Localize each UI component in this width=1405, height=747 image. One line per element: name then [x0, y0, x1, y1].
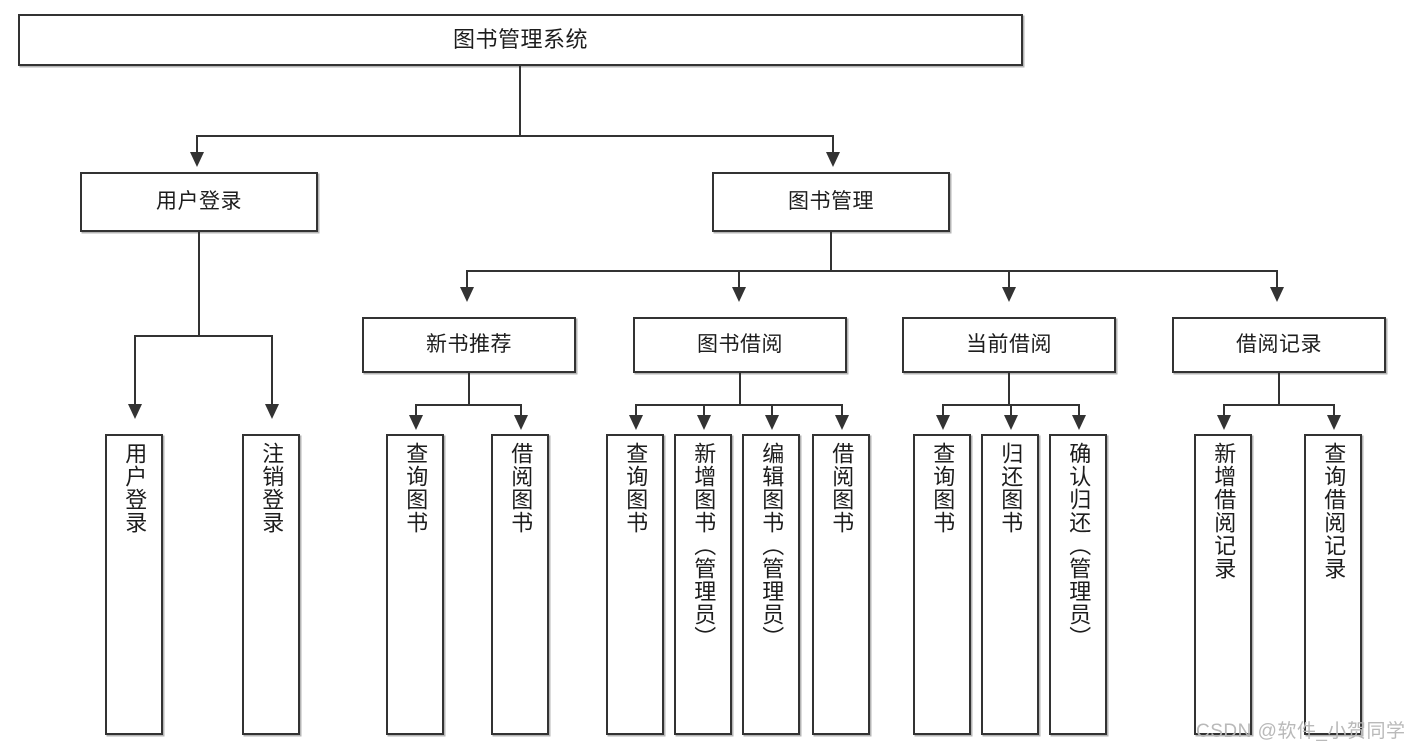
edge-new-book-drop-2	[520, 404, 522, 416]
node-leaf-query-book-3[interactable]: 查询图书	[913, 434, 971, 735]
arrow-to-leaf-query-book-1	[409, 415, 423, 430]
arrow-to-book-management	[826, 152, 840, 167]
node-leaf-borrow-book-2[interactable]: 借阅图书	[812, 434, 870, 735]
edge-root-drop-right	[832, 135, 834, 153]
node-label: 查询图书	[403, 442, 429, 534]
edge-root-stem	[519, 66, 521, 136]
node-new-book-recommend[interactable]: 新书推荐	[362, 317, 576, 373]
node-label: 图书管理系统	[452, 27, 588, 53]
node-label: 新书推荐	[426, 332, 512, 356]
node-leaf-logout-login[interactable]: 注销登录	[242, 434, 300, 735]
arrow-to-leaf-add-book	[697, 415, 711, 430]
node-label: 查询借阅记录	[1321, 442, 1347, 580]
node-label: 新增图书（管理员）	[691, 442, 717, 649]
edge-book-borrow-bar	[635, 404, 843, 406]
node-leaf-user-login[interactable]: 用户登录	[105, 434, 163, 735]
edge-user-login-drop-1	[134, 335, 136, 405]
edge-level2-drop-3	[1008, 270, 1010, 288]
edge-current-borrow-drop-2	[1010, 404, 1012, 416]
arrow-to-leaf-borrow-book-1	[514, 415, 528, 430]
node-label: 归还图书	[998, 442, 1024, 534]
node-label: 当前借阅	[966, 332, 1052, 356]
arrow-to-leaf-logout-login	[265, 404, 279, 419]
node-label: 用户登录	[156, 189, 242, 213]
edge-borrow-record-stem	[1278, 373, 1280, 406]
edge-user-login-bar	[134, 335, 273, 337]
edge-level2-drop-4	[1276, 270, 1278, 288]
node-label: 借阅图书	[508, 442, 534, 534]
edge-current-borrow-stem	[1008, 373, 1010, 406]
edge-new-book-drop-1	[415, 404, 417, 416]
edge-user-login-drop-2	[271, 335, 273, 405]
node-label: 确认归还（管理员）	[1066, 442, 1092, 649]
edge-new-book-stem	[468, 373, 470, 406]
node-label: 查询图书	[623, 442, 649, 534]
edge-book-borrow-drop-2	[703, 404, 705, 416]
edge-book-management-stem	[830, 232, 832, 272]
arrow-to-borrow-record	[1270, 287, 1284, 302]
arrow-to-leaf-edit-book	[765, 415, 779, 430]
arrow-to-leaf-query-book-2	[629, 415, 643, 430]
arrow-to-leaf-borrow-book-2	[835, 415, 849, 430]
node-book-management[interactable]: 图书管理	[712, 172, 950, 232]
edge-borrow-record-drop-2	[1333, 404, 1335, 416]
node-label: 借阅图书	[829, 442, 855, 534]
node-label: 新增借阅记录	[1211, 442, 1237, 580]
edge-root-bar	[196, 135, 834, 137]
node-label: 查询图书	[930, 442, 956, 534]
node-current-borrow[interactable]: 当前借阅	[902, 317, 1116, 373]
arrow-to-leaf-user-login	[128, 404, 142, 419]
node-user-login[interactable]: 用户登录	[80, 172, 318, 232]
node-label: 借阅记录	[1236, 332, 1322, 356]
arrow-to-leaf-add-record	[1217, 415, 1231, 430]
edge-current-borrow-drop-1	[942, 404, 944, 416]
arrow-to-current-borrow	[1002, 287, 1016, 302]
node-label: 图书管理	[788, 189, 874, 213]
node-leaf-add-record[interactable]: 新增借阅记录	[1194, 434, 1252, 735]
edge-new-book-bar	[415, 404, 522, 406]
edge-level2-bar	[466, 270, 1278, 272]
edge-root-drop-left	[196, 135, 198, 153]
node-label: 图书借阅	[697, 332, 783, 356]
edge-book-borrow-drop-4	[841, 404, 843, 416]
edge-book-borrow-drop-1	[635, 404, 637, 416]
arrow-to-user-login	[190, 152, 204, 167]
node-label: 注销登录	[259, 442, 285, 534]
edge-user-login-stem	[198, 232, 200, 336]
node-leaf-borrow-book-1[interactable]: 借阅图书	[491, 434, 549, 735]
node-leaf-query-record[interactable]: 查询借阅记录	[1304, 434, 1362, 735]
node-leaf-return-book[interactable]: 归还图书	[981, 434, 1039, 735]
node-book-borrow[interactable]: 图书借阅	[633, 317, 847, 373]
arrow-to-leaf-confirm-return	[1072, 415, 1086, 430]
watermark-text: CSDN @软件_小贺同学	[1196, 721, 1405, 742]
edge-level2-drop-1	[466, 270, 468, 288]
node-leaf-query-book-1[interactable]: 查询图书	[386, 434, 444, 735]
arrow-to-new-book-recommend	[460, 287, 474, 302]
node-label: 编辑图书（管理员）	[759, 442, 785, 649]
arrow-to-leaf-query-record	[1327, 415, 1341, 430]
node-leaf-query-book-2[interactable]: 查询图书	[606, 434, 664, 735]
edge-level2-drop-2	[738, 270, 740, 288]
edge-current-borrow-drop-3	[1078, 404, 1080, 416]
arrow-to-book-borrow	[732, 287, 746, 302]
node-leaf-edit-book[interactable]: 编辑图书（管理员）	[742, 434, 800, 735]
arrow-to-leaf-return-book	[1004, 415, 1018, 430]
node-root-system[interactable]: 图书管理系统	[18, 14, 1023, 66]
arrow-to-leaf-query-book-3	[936, 415, 950, 430]
node-leaf-confirm-return[interactable]: 确认归还（管理员）	[1049, 434, 1107, 735]
edge-book-borrow-stem	[739, 373, 741, 406]
edge-borrow-record-drop-1	[1223, 404, 1225, 416]
node-borrow-record[interactable]: 借阅记录	[1172, 317, 1386, 373]
node-label: 用户登录	[122, 442, 148, 534]
edge-borrow-record-bar	[1223, 404, 1335, 406]
edge-book-borrow-drop-3	[771, 404, 773, 416]
node-leaf-add-book[interactable]: 新增图书（管理员）	[674, 434, 732, 735]
